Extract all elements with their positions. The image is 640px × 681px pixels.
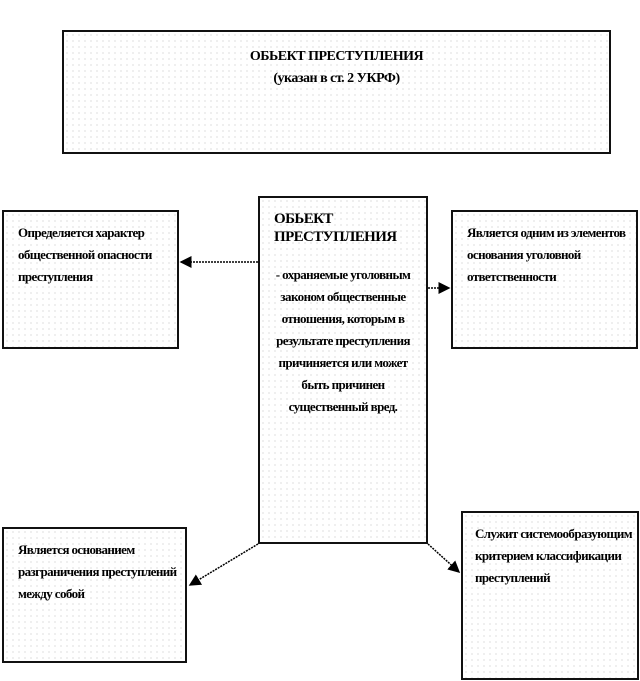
center-title: ОБЬЕКТ ПРЕСТУПЛЕНИЯ xyxy=(274,211,397,245)
right-bottom-box: Служит системообразующим критерием класс… xyxy=(461,511,639,680)
arrow-to-left-bottom xyxy=(188,543,259,586)
arrow-to-right-bottom xyxy=(427,543,461,574)
center-definition: - охраняемые уголовным законом обществен… xyxy=(275,267,411,414)
left-bottom-box: Является основанием разграничения престу… xyxy=(2,527,187,663)
right-top-box: Является одним из элементов основания уг… xyxy=(451,210,638,349)
left-top-box: Определяется характер общественной опасн… xyxy=(2,210,179,349)
top-object-box: ОБЬЕКТ ПРЕСТУПЛЕНИЯ (указан в ст. 2 УКРФ… xyxy=(62,30,611,154)
center-object-box: ОБЬЕКТ ПРЕСТУПЛЕНИЯ - охраняемые уголовн… xyxy=(258,196,428,544)
top-subtitle: (указан в ст. 2 УКРФ) xyxy=(273,71,400,86)
top-title: ОБЬЕКТ ПРЕСТУПЛЕНИЯ xyxy=(249,49,424,64)
